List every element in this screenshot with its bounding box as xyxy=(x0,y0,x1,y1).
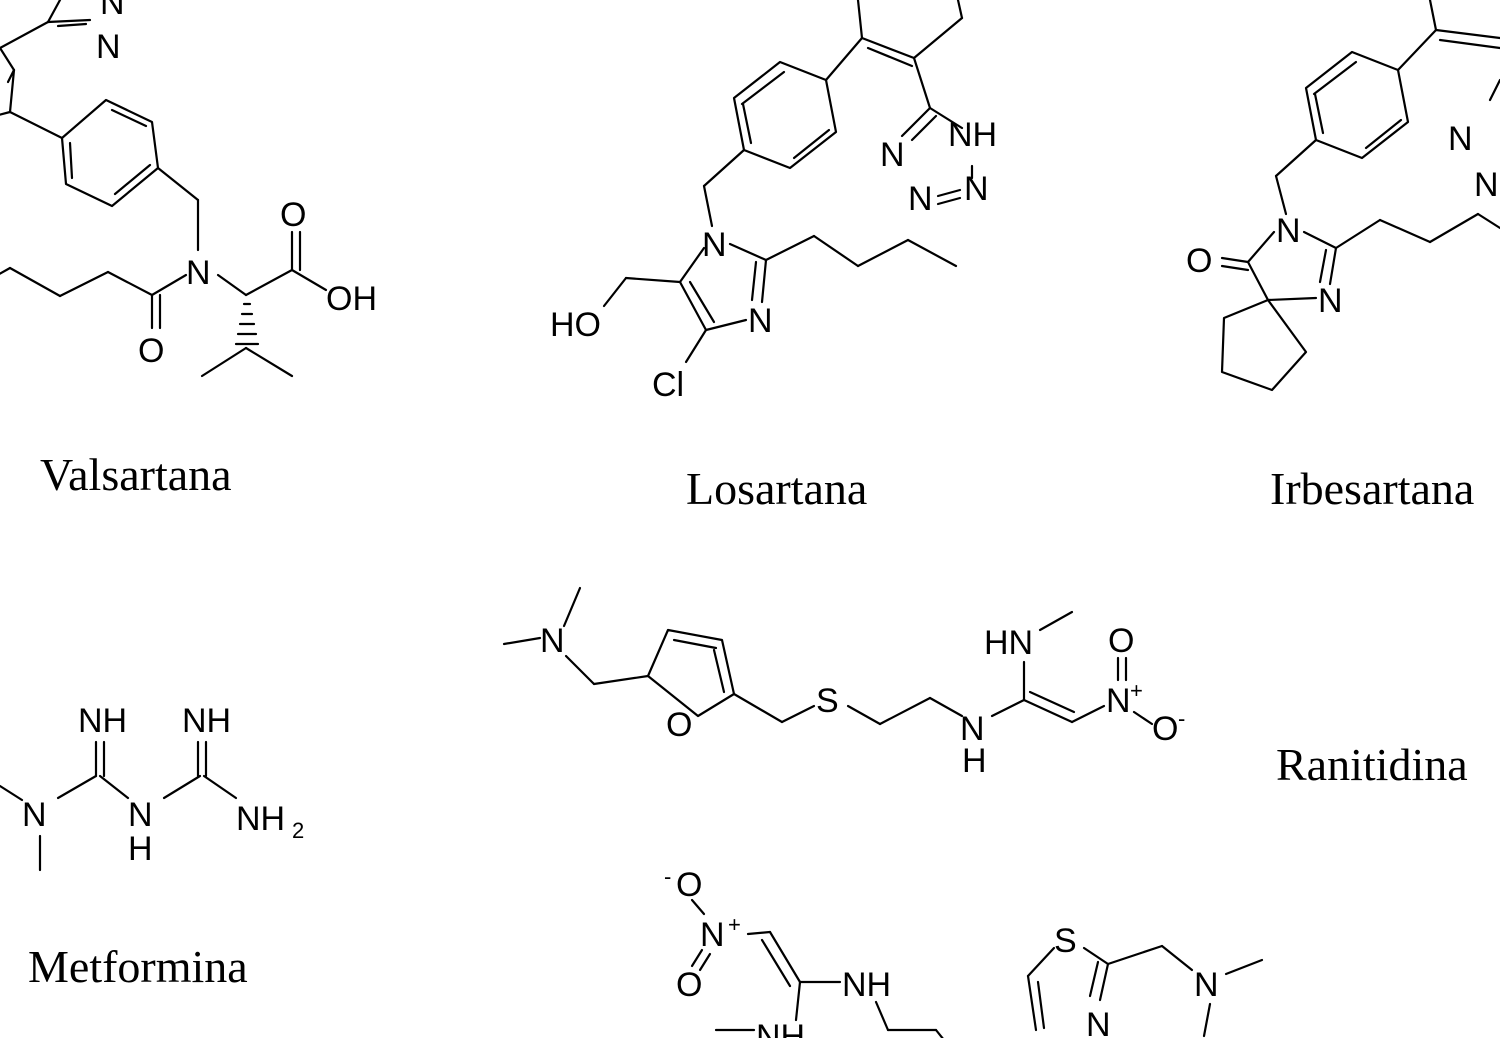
irbesartan-n-tetrazole2-label: N xyxy=(1474,166,1499,204)
metformin-structure: N NH N H NH NH 2 xyxy=(0,702,304,872)
metformin-n-label: N xyxy=(22,796,47,834)
compound-name-valsartana: Valsartana xyxy=(40,449,232,500)
losartan-nh-label: NH xyxy=(948,116,997,154)
valsartan-oh-label: OH xyxy=(326,280,377,318)
nizatidine-o-top-label: O xyxy=(676,866,702,904)
nizatidine-minus-charge: - xyxy=(664,864,671,889)
ranitidine-h-label: H xyxy=(962,742,987,780)
irbesartan-n1-label: N xyxy=(1276,212,1301,250)
valsartan-n-amide-label: N xyxy=(186,254,211,292)
nizatidine-plus-charge: + xyxy=(728,912,741,937)
ranitidine-n-label: N xyxy=(540,622,565,660)
ranitidine-plus-charge: + xyxy=(1130,678,1143,703)
ranitidine-n-nitro-label: N xyxy=(1106,682,1131,720)
irbesartan-o-label: O xyxy=(1186,242,1212,280)
ranitidine-s-label: S xyxy=(816,682,839,720)
ranitidine-minus-charge: - xyxy=(1178,706,1185,731)
metformin-nh2-label: NH xyxy=(182,702,231,740)
nizatidine-s-label: S xyxy=(1054,922,1077,960)
valsartan-structure: N N N O O OH xyxy=(0,0,377,378)
ranitidine-o-label: O xyxy=(666,706,692,744)
valsartan-n-tetrazole2-label: N xyxy=(96,28,121,66)
irbesartan-structure: N N N O N xyxy=(1186,0,1500,392)
nizatidine-nh2-label: NH xyxy=(756,1018,805,1038)
compound-name-losartana: Losartana xyxy=(686,463,868,514)
nizatidine-structure: - O N + O NH NH S N N xyxy=(664,864,1264,1038)
ranitidine-o-minus-label: O xyxy=(1152,710,1178,748)
losartan-ho-label: HO xyxy=(550,306,601,344)
nizatidine-nh-label: NH xyxy=(842,966,891,1004)
metformin-nh2-subscript: 2 xyxy=(292,818,304,843)
losartan-n1-label: N xyxy=(880,136,905,174)
metformin-n-mid-label: N xyxy=(128,796,153,834)
compound-name-metformina: Metformina xyxy=(28,941,248,992)
losartan-structure: N NH N N N N HO Cl xyxy=(550,0,997,404)
nizatidine-o-label: O xyxy=(676,966,702,1004)
ranitidine-structure: N O S N H HN N + O O - xyxy=(502,586,1185,780)
losartan-n2-label: N xyxy=(908,180,933,218)
losartan-cl-label: Cl xyxy=(652,366,684,404)
metformin-nh1-label: NH xyxy=(78,702,127,740)
ranitidine-o-nitro-label: O xyxy=(1108,622,1134,660)
metformin-nh2-term-label: NH xyxy=(236,800,285,838)
nizatidine-n-nitro-label: N xyxy=(700,916,725,954)
losartan-n3-label: N xyxy=(964,170,989,208)
compound-name-ranitidina: Ranitidina xyxy=(1276,739,1468,790)
losartan-n-imidazole-label: N xyxy=(702,226,727,264)
ranitidine-nh-label: N xyxy=(960,710,985,748)
valsartan-n-tetrazole-label: N xyxy=(100,0,125,22)
losartan-n3-imidazole-label: N xyxy=(748,302,773,340)
compound-name-irbesartana: Irbesartana xyxy=(1270,463,1475,514)
metformin-h-mid-label: H xyxy=(128,830,153,868)
nizatidine-n-amine-label: N xyxy=(1194,966,1219,1004)
nizatidine-n-ring-label: N xyxy=(1086,1006,1111,1038)
valsartan-o-amide-label: O xyxy=(138,332,164,370)
ranitidine-hn-label: HN xyxy=(984,624,1033,662)
irbesartan-n-tetrazole1-label: N xyxy=(1448,120,1473,158)
irbesartan-n2-label: N xyxy=(1318,282,1343,320)
valsartan-o-acid-label: O xyxy=(280,196,306,234)
